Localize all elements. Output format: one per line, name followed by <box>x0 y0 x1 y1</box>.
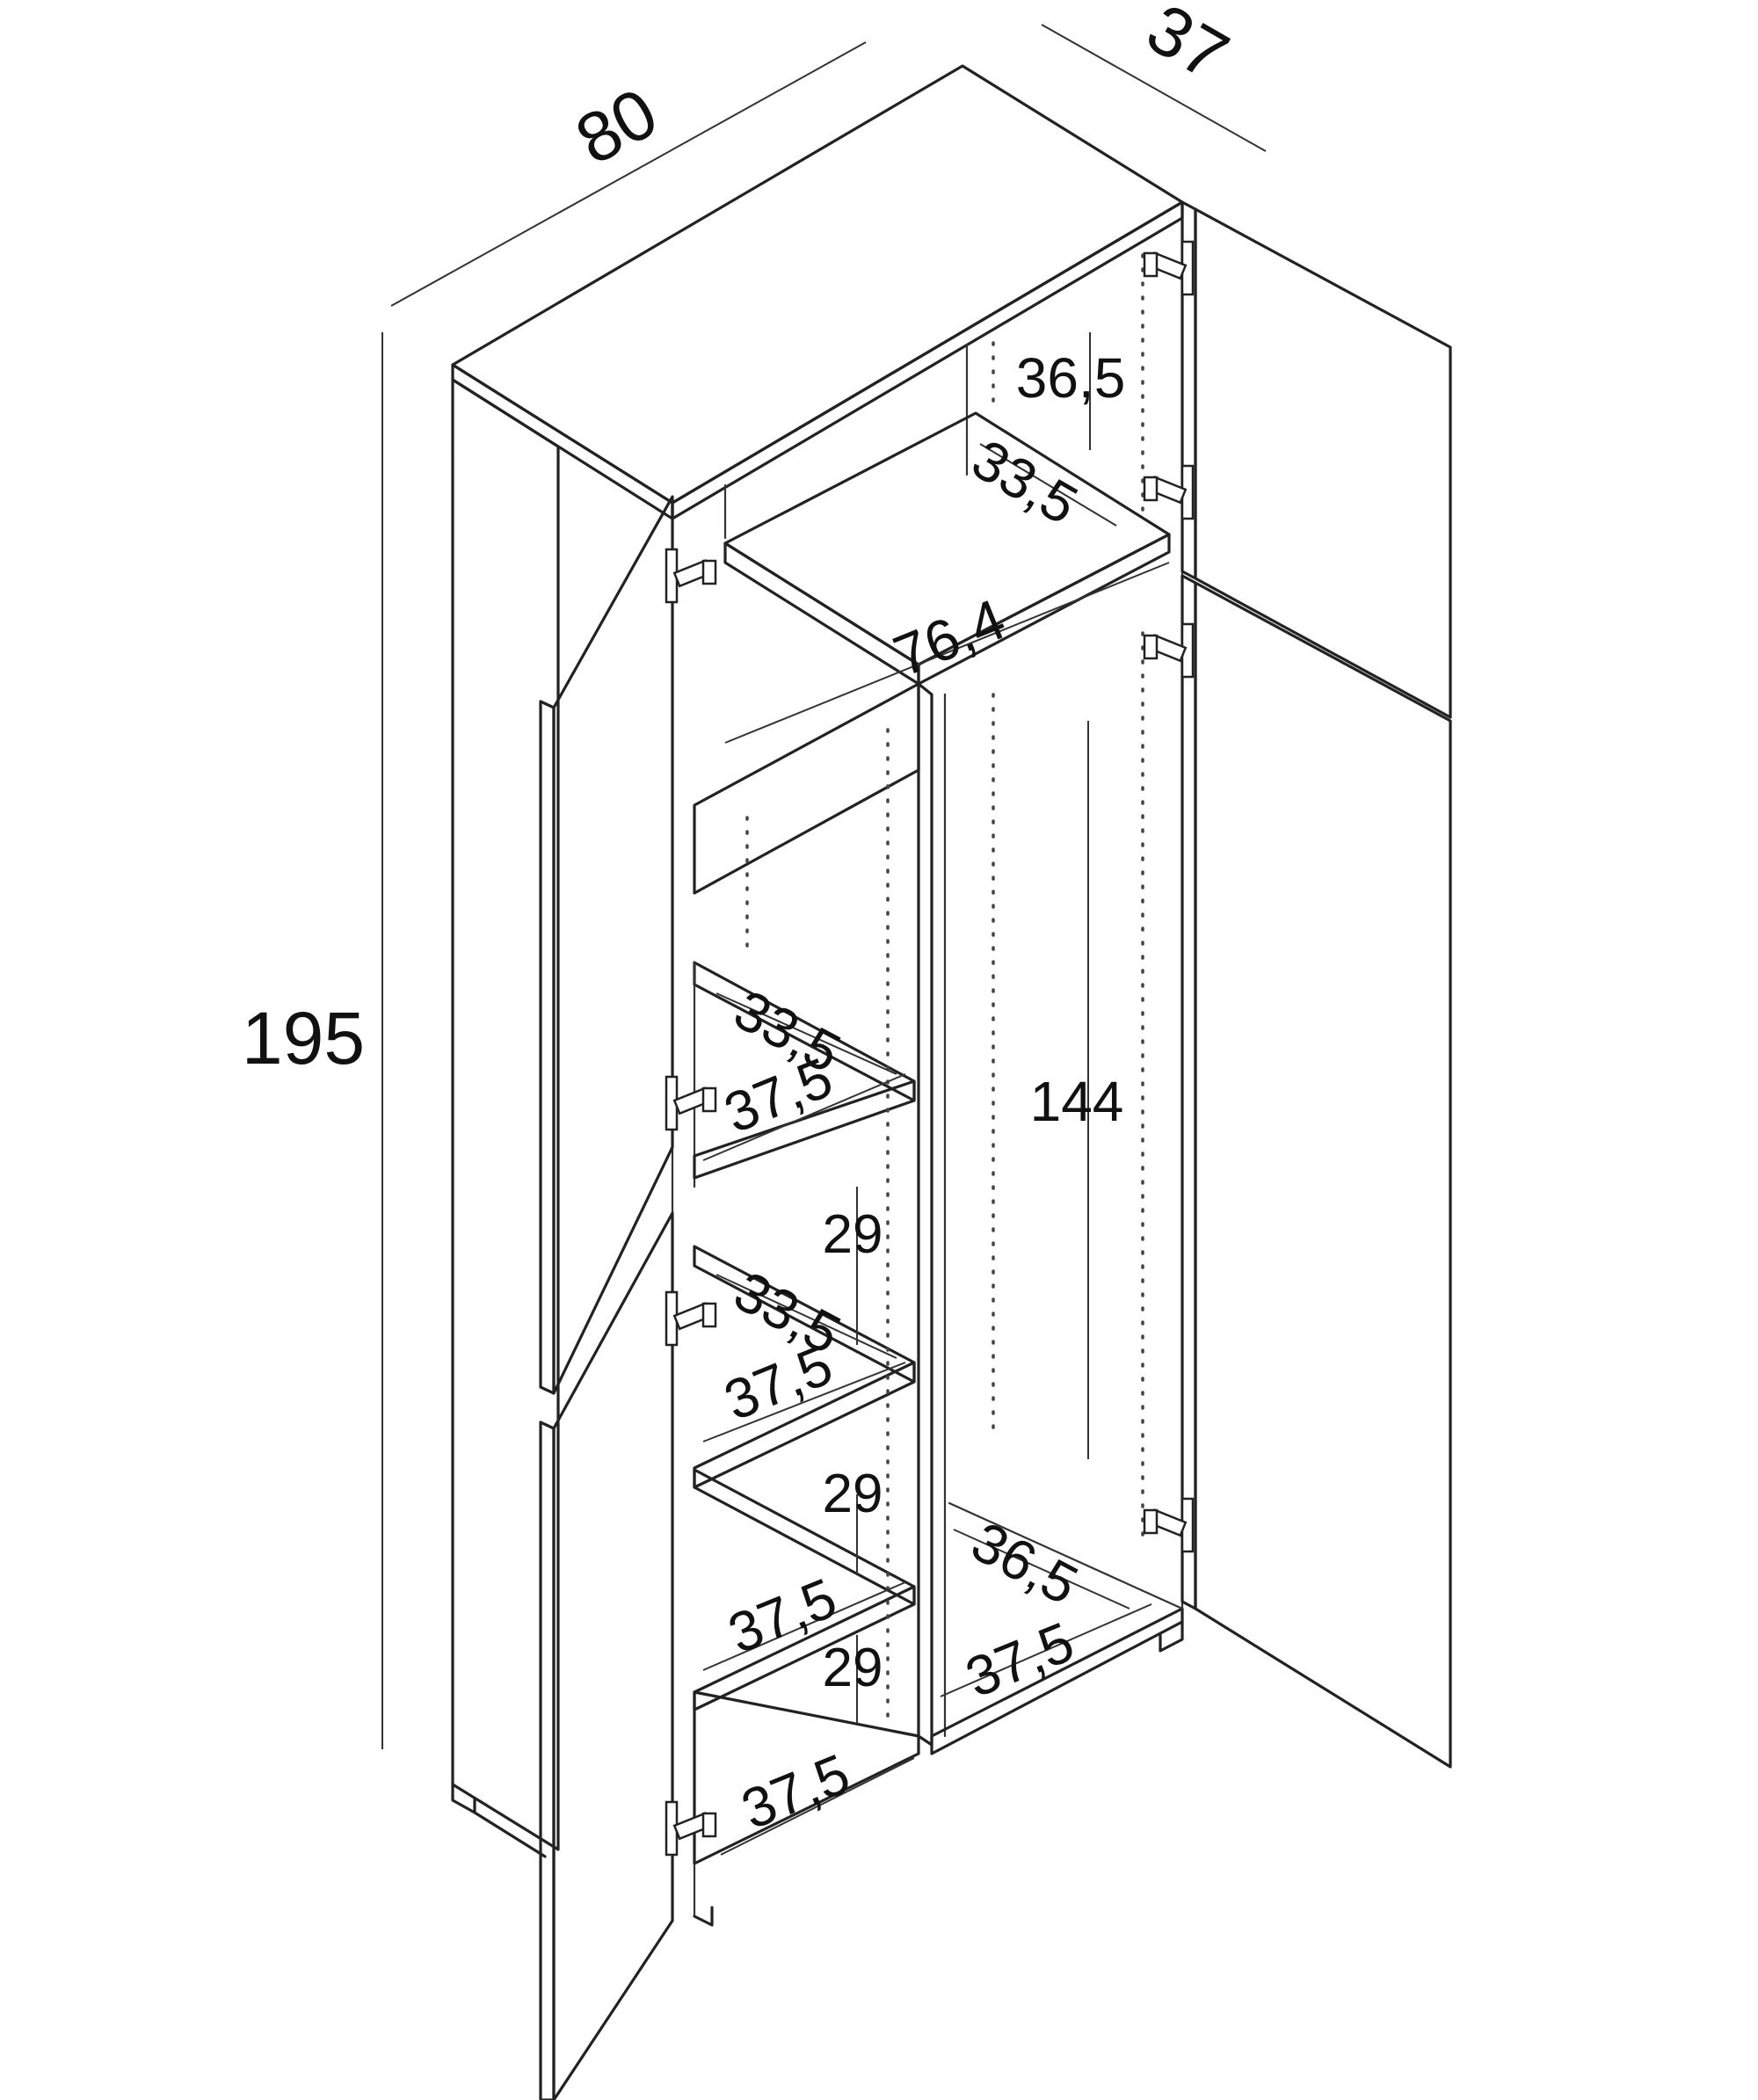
wardrobe-height-label: 144 <box>1030 1070 1124 1133</box>
door-hinges <box>665 240 1195 1857</box>
overall-dimension-lines <box>381 24 1267 1749</box>
right-lower-door <box>1180 574 1197 1610</box>
overall-depth-label: 37 <box>1134 0 1241 96</box>
top-height-label: 36,5 <box>1016 346 1126 410</box>
left-shelf2-width-label: 37,5 <box>716 1333 840 1432</box>
left-side-panel <box>451 378 560 1851</box>
hinge-icon <box>665 1290 717 1347</box>
central-divider <box>917 682 933 1747</box>
inner-width-label: 76,4 <box>885 586 1014 689</box>
hinge-icon <box>665 1075 717 1131</box>
hinge-icon <box>1143 622 1195 679</box>
hinge-icon <box>665 1800 717 1857</box>
hinge-icon <box>1143 240 1195 296</box>
hinge-icon <box>1143 1497 1195 1553</box>
left-gap2-label: 29 <box>823 1464 883 1524</box>
left-shelf1-width-label: 37,5 <box>716 1045 840 1144</box>
left-bottom-width-label: 37,5 <box>733 1741 858 1841</box>
overall-height-label: 195 <box>242 997 365 1079</box>
right-bottom-depth-label: 36,5 <box>962 1509 1088 1617</box>
cabinet-top <box>451 64 1184 505</box>
right-bottom-width-label: 37,5 <box>957 1610 1082 1709</box>
left-bottom-floor <box>693 1690 920 1865</box>
right-doors <box>1180 200 1452 1769</box>
left-gap3-label: 29 <box>823 1638 883 1698</box>
left-gap1-label: 29 <box>823 1204 883 1265</box>
dimension-labels: 80 37 195 36,5 33,5 76,4 144 33,5 37,5 2… <box>242 0 1241 1842</box>
interior-dimension-lines <box>702 332 1170 1856</box>
overall-width-label: 80 <box>563 73 670 179</box>
left-upper-door <box>552 495 674 1395</box>
left-lower-door <box>552 1211 674 2100</box>
shelf-pin-holes <box>745 253 1144 1725</box>
left-doors <box>539 495 674 2100</box>
hinge-icon <box>665 548 717 604</box>
hinge-icon <box>1143 464 1195 520</box>
